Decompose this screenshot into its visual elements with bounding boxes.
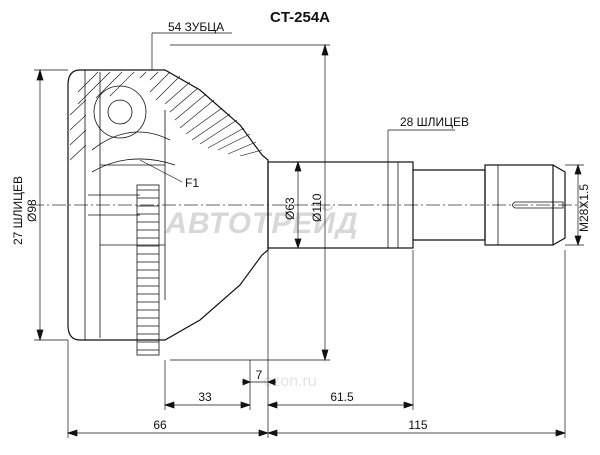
- watermark-site: ozon.ru: [263, 373, 316, 390]
- label-inner-splines: 27 ШЛИЦЕВ: [11, 176, 25, 245]
- stub-shaft: [267, 161, 566, 249]
- label-d98: Ø98: [25, 199, 39, 222]
- label-teeth: 54 ЗУБЦА: [168, 20, 224, 34]
- label-thread: M28X1.5: [577, 184, 591, 232]
- abs-ring: [136, 184, 160, 356]
- bell-housing: [67, 69, 269, 356]
- label-f1: F1: [185, 176, 199, 190]
- dim-33: 33: [198, 390, 212, 404]
- label-outer-splines: 28 ШЛИЦЕВ: [400, 115, 469, 129]
- dim-115: 115: [408, 418, 427, 432]
- horizontal-dimensions: [66, 250, 567, 438]
- vertical-dimensions: [34, 43, 584, 362]
- label-d63: Ø63: [283, 197, 297, 220]
- dim-7: 7: [256, 368, 263, 382]
- diagram-title: CT-254A: [270, 9, 330, 26]
- dim-66: 66: [153, 418, 167, 432]
- label-d110: Ø110: [310, 193, 324, 222]
- watermark-brand: АВТОТРЕЙД: [164, 205, 358, 240]
- leaders: [139, 32, 455, 183]
- dim-61-5: 61.5: [330, 390, 354, 404]
